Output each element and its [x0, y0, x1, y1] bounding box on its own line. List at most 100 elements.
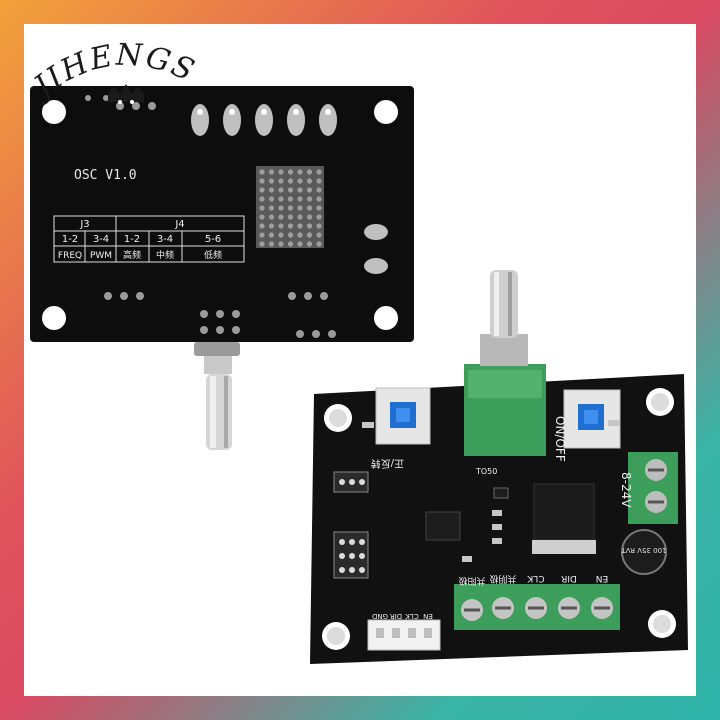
via-dot [268, 214, 275, 220]
via-dot [297, 232, 303, 238]
tactile-button-left [375, 387, 431, 445]
power-label: 8-24V [619, 472, 633, 508]
via-dot [259, 205, 265, 211]
via-dot [306, 196, 313, 202]
connector-label: DIR [390, 612, 402, 620]
terminal-label: CLK [526, 573, 544, 583]
via-dot [287, 196, 294, 202]
via-dot [297, 196, 303, 202]
via-dot [287, 187, 294, 193]
power-terminal [628, 452, 678, 524]
capacitor-label: 100 35V RVT [621, 546, 667, 554]
jumper-header-j4 [333, 531, 369, 579]
tactile-button-right [563, 389, 621, 449]
driver-chip [425, 511, 461, 541]
via-dot [287, 223, 294, 229]
product-illustration: OSC V1.0 [30, 86, 688, 664]
via-dot [278, 187, 284, 193]
via-dot [316, 205, 322, 211]
connector-label: GND [372, 612, 388, 620]
via-dot [259, 187, 265, 193]
signal-connector [367, 619, 441, 651]
via-dot [316, 196, 322, 202]
via-dot [278, 223, 284, 229]
table-cell: 3-4 [157, 234, 173, 245]
table-cell: PWM [90, 251, 112, 261]
via-dot [268, 205, 275, 211]
via-dot [278, 232, 284, 238]
via-dot [278, 241, 284, 247]
via-grid [259, 169, 322, 247]
via-dot [268, 232, 275, 238]
via-dot [306, 169, 313, 175]
via-dot [306, 178, 313, 184]
table-cell: 1-2 [62, 234, 78, 245]
via-dot [259, 241, 265, 247]
via-dot [259, 178, 265, 184]
terminal-label: 共阴极 [489, 573, 516, 585]
jumper-header-j3 [333, 471, 369, 493]
via-dot [259, 214, 265, 220]
via-dot [316, 223, 322, 229]
table-cell: 低频 [204, 249, 222, 261]
table-cell: 1-2 [124, 234, 140, 245]
potentiometer [464, 270, 546, 456]
via-dot [316, 214, 322, 220]
via-dot [297, 214, 303, 220]
via-dot [297, 205, 303, 211]
via-dot [306, 241, 313, 247]
transistor [493, 487, 509, 499]
via-dot [287, 205, 294, 211]
via-dot [316, 178, 322, 184]
via-dot [268, 178, 275, 184]
table-header-j3: J3 [79, 219, 89, 230]
table-cell: 中频 [156, 249, 174, 261]
front-board: 100 35V RVT [310, 270, 688, 664]
via-dot [287, 232, 294, 238]
via-dot [268, 241, 275, 247]
terminal-label: DIR [561, 573, 577, 583]
via-dot [287, 178, 294, 184]
back-board: OSC V1.0 [30, 86, 414, 450]
capacitor: 100 35V RVT [621, 529, 667, 575]
table-cell: 5-6 [205, 234, 221, 245]
chip-label: TO50 [475, 467, 497, 476]
via-dot [268, 187, 275, 193]
via-dot [297, 169, 303, 175]
table-cell: 3-4 [93, 234, 109, 245]
via-dot [278, 196, 284, 202]
table-cell: FREQ [58, 251, 82, 261]
product-photo: OSC V1.0 [24, 24, 696, 696]
via-dot [316, 187, 322, 193]
via-dot [278, 178, 284, 184]
via-dot [316, 169, 322, 175]
brand-emblem-icon [108, 84, 144, 104]
via-dot [306, 205, 313, 211]
direction-label: 正/反转 [371, 457, 404, 470]
via-dot [297, 241, 303, 247]
via-dot [297, 178, 303, 184]
via-dot [268, 223, 275, 229]
via-dot [278, 214, 284, 220]
via-dot [287, 241, 294, 247]
via-dot [259, 196, 265, 202]
via-dot [316, 241, 322, 247]
via-dot [259, 169, 265, 175]
via-dot [278, 169, 284, 175]
control-terminal [454, 584, 620, 630]
voltage-regulator [532, 483, 596, 554]
via-dot [306, 187, 313, 193]
jumper-table [53, 215, 245, 263]
via-dot [268, 196, 275, 202]
brand-logo: JIHENGS [24, 38, 199, 108]
via-dot [259, 223, 265, 229]
smd-parts [362, 420, 620, 562]
connector-label: EN [423, 612, 433, 620]
via-dot [306, 232, 313, 238]
via-dot [297, 187, 303, 193]
via-dot [316, 232, 322, 238]
table-cell: 高频 [123, 249, 141, 261]
table-header-j4: J4 [174, 219, 184, 230]
connector-label: CLK [405, 612, 419, 620]
